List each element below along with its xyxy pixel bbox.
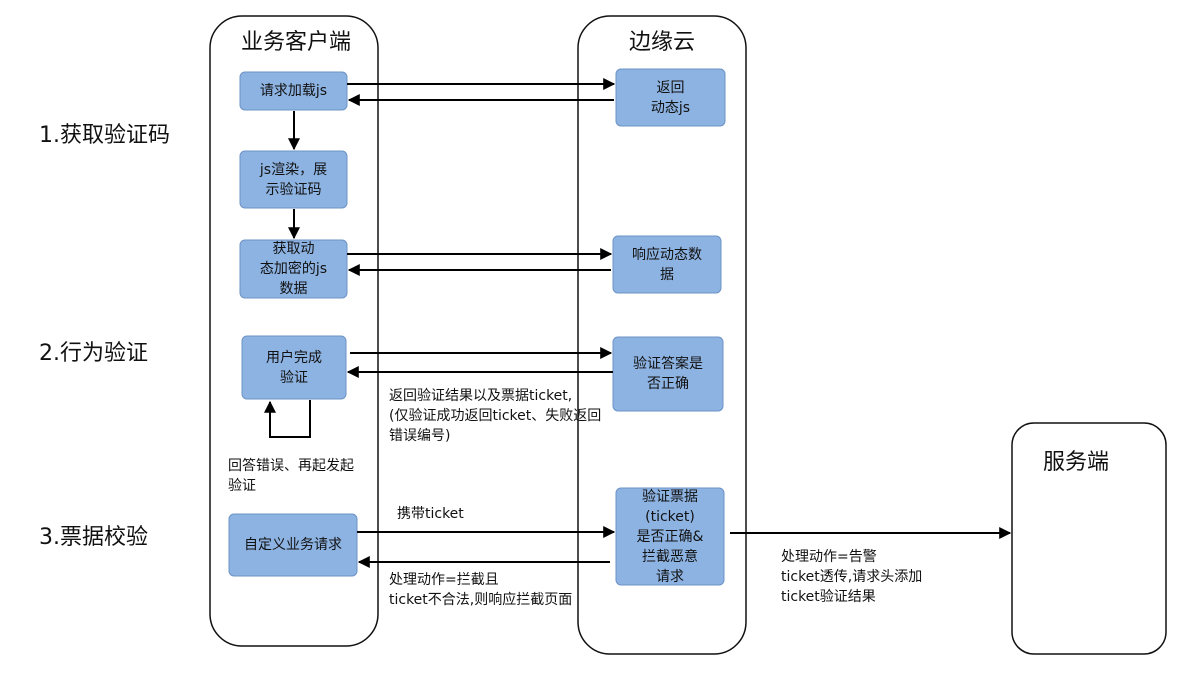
box-request-js (239, 71, 348, 111)
lane-title-client: 业务客户端 (240, 30, 352, 55)
box-verify-answer-label: 验证答案是 否正确 (633, 356, 703, 392)
box-custom-request (228, 513, 358, 577)
note-carry-ticket: 携带ticket (397, 506, 464, 522)
lane-title-server: 服务端 (1042, 450, 1110, 475)
box-user-complete (241, 335, 347, 400)
phase-label-3: 3.票据校验 (39, 525, 148, 550)
lane-server (1011, 422, 1167, 655)
note-intercept: 处理动作=拦截且 ticket不合法,则响应拦截页面 (389, 572, 573, 608)
note-retry: 回答错误、再起发起 验证 (228, 458, 354, 494)
box-user-complete-label: 用户完成 验证 (266, 349, 322, 386)
box-respond-dynamic-data (612, 235, 722, 294)
box-return-dynamic-js-label: 返回 动态js (650, 79, 691, 116)
note-return-result: 返回验证结果以及票据ticket, (仅验证成功返回ticket、失败返回 错误… (389, 388, 602, 444)
box-return-dynamic-js (615, 68, 726, 127)
phase-label-2: 2.行为验证 (39, 341, 148, 366)
box-respond-dynamic-data-label: 响应动态数 据 (632, 246, 702, 283)
lane-title-edge: 边缘云 (628, 30, 696, 55)
box-request-js-label: 请求加载js (259, 83, 328, 99)
box-render-js (239, 150, 348, 209)
box-get-dynamic-data (239, 239, 348, 299)
box-render-js-label: js渲染，展 示验证码 (259, 161, 328, 198)
box-verify-ticket-label: 验证票据 (ticket) 是否正确& 拦截恶意 请求 (636, 488, 704, 585)
arrow-retry-loop (264, 400, 311, 438)
box-custom-request-label: 自定义业务请求 (244, 537, 342, 553)
box-verify-answer (612, 336, 724, 412)
box-get-dynamic-data-label: 获取动 态加密的js 数据 (259, 241, 328, 297)
note-alert: 处理动作=告警 ticket透传,请求头添加 ticket验证结果 (781, 549, 923, 605)
box-verify-ticket (615, 487, 725, 586)
phase-label-1: 1.获取验证码 (39, 123, 170, 148)
